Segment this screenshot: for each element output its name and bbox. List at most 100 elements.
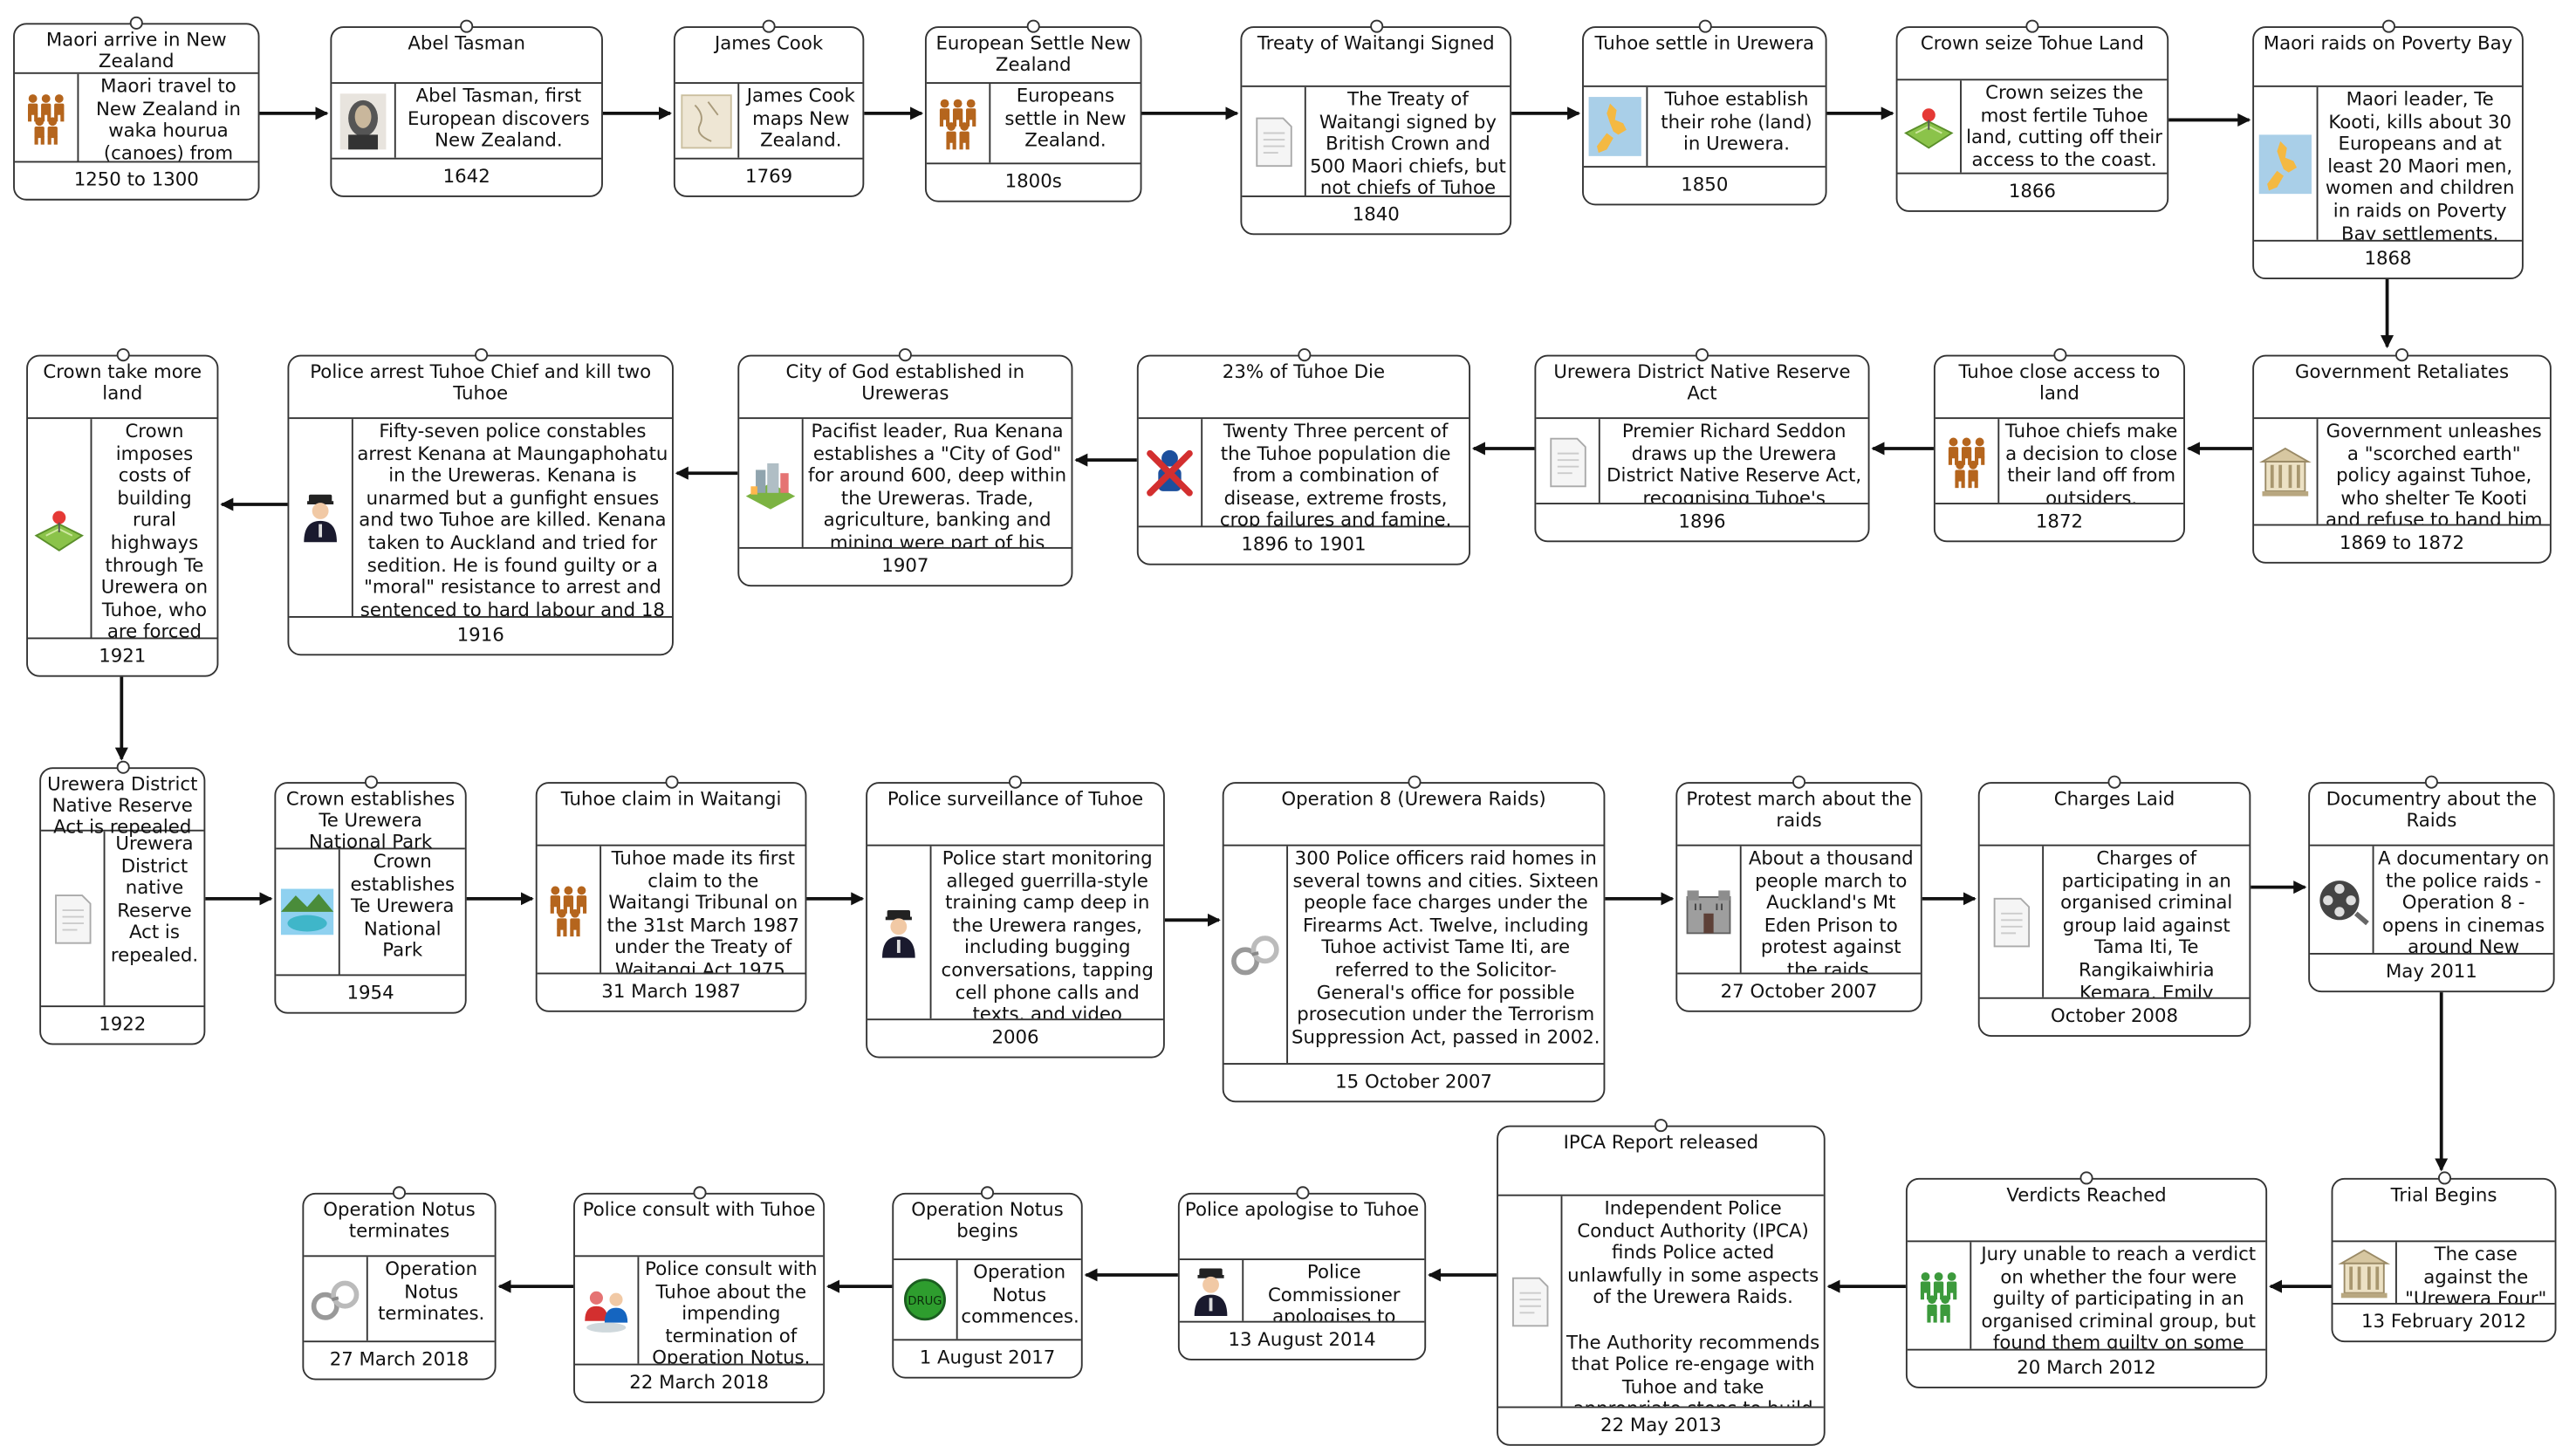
- connector-knob[interactable]: [1369, 19, 1383, 33]
- event-title: Tuhoe close access to land: [1935, 357, 2184, 420]
- event-title: Operation Notus begins: [894, 1195, 1081, 1261]
- connector-knob[interactable]: [980, 1186, 995, 1200]
- timeline-event-card[interactable]: Urewera District Native Reserve Act is r…: [39, 760, 206, 1045]
- timeline-event-card[interactable]: Police arrest Tuhoe Chief and kill two T…: [287, 348, 674, 656]
- connector-knob[interactable]: [1295, 1186, 1309, 1200]
- connector-knob[interactable]: [2107, 775, 2121, 789]
- handcuffs-icon: [311, 1279, 360, 1319]
- event-date: May 2011: [2385, 961, 2477, 983]
- connector-knob[interactable]: [115, 760, 129, 774]
- event-date: 1869 to 1872: [2339, 531, 2465, 554]
- event-title: Police surveillance of Tuhoe: [867, 784, 1163, 846]
- timeline-event-card[interactable]: Operation 8 (Urewera Raids)300 Police of…: [1222, 775, 1606, 1103]
- event-description: A documentary on the police raids - Oper…: [2377, 847, 2550, 953]
- event-description: Fifty-seven police constables arrest Ken…: [357, 420, 668, 617]
- connector-knob[interactable]: [2025, 19, 2039, 33]
- connector-knob[interactable]: [762, 19, 776, 33]
- connector-knob[interactable]: [460, 19, 474, 33]
- connector-knob[interactable]: [2052, 348, 2066, 362]
- event-body: 300 Police officers raid homes in severa…: [1223, 846, 1604, 1065]
- event-description: The case against the "Urewera Four" begi…: [2405, 1244, 2547, 1303]
- event-title: Protest march about the raids: [1677, 784, 1921, 846]
- connector-knob[interactable]: [1407, 775, 1421, 789]
- connector-knob[interactable]: [1008, 775, 1023, 789]
- event-image: [1898, 80, 1962, 173]
- connector-knob[interactable]: [474, 348, 488, 362]
- connector-knob[interactable]: [2381, 19, 2395, 33]
- event-description: Government unleashes a "scorched earth" …: [2325, 420, 2543, 524]
- event-body: Charges of participating in an organised…: [1979, 846, 2250, 999]
- event-image: [41, 831, 106, 1006]
- connector-knob[interactable]: [115, 348, 129, 362]
- event-title: Charges Laid: [1979, 784, 2250, 846]
- police-icon: [304, 494, 337, 543]
- connector-knob[interactable]: [2394, 348, 2409, 362]
- film-reel-icon: [2319, 880, 2369, 925]
- event-image: [1935, 419, 2000, 504]
- event-title: Tuhoe claim in Waitangi: [537, 784, 805, 846]
- event-title: Operation Notus terminates: [304, 1195, 495, 1258]
- land-pin-icon: [1904, 108, 1954, 149]
- connector-knob[interactable]: [664, 775, 678, 789]
- connector-knob[interactable]: [2079, 1171, 2093, 1185]
- event-title: Maori raids on Poverty Bay: [2254, 28, 2522, 87]
- event-date: 1868: [2364, 248, 2412, 270]
- connector-knob[interactable]: [1654, 1119, 1668, 1133]
- event-description: Abel Tasman, first European discovers Ne…: [407, 85, 590, 152]
- connector-knob[interactable]: [1026, 19, 1040, 33]
- document-icon: [1993, 897, 2031, 948]
- event-image: [675, 84, 740, 158]
- connector-knob[interactable]: [898, 348, 912, 362]
- connector-knob[interactable]: [1697, 19, 1711, 33]
- event-image: [304, 1257, 368, 1341]
- timeline-event-card[interactable]: Crown establishes Te Urewera National Pa…: [274, 775, 467, 1014]
- event-image: DRUG: [894, 1260, 958, 1340]
- event-description: Urewera District native Reserve Act is r…: [110, 833, 199, 966]
- nz-map-icon: [1588, 97, 1641, 156]
- connector-knob[interactable]: [1695, 348, 1709, 362]
- event-image: [332, 84, 396, 158]
- event-title: Abel Tasman: [332, 28, 602, 85]
- connector-knob[interactable]: [129, 16, 143, 30]
- connector-knob[interactable]: [2436, 1171, 2451, 1185]
- event-body: Tuhoe made its first claim to the Waitan…: [537, 846, 805, 975]
- event-description: Independent Police Conduct Authority (IP…: [1566, 1197, 1820, 1406]
- event-image: [1180, 1260, 1244, 1321]
- connector-knob[interactable]: [1792, 775, 1806, 789]
- connector-knob[interactable]: [692, 1186, 706, 1200]
- connector-knob[interactable]: [392, 1186, 407, 1200]
- connector-knob[interactable]: [364, 775, 378, 789]
- connector-knob[interactable]: [1297, 348, 1311, 362]
- connector-knob[interactable]: [2424, 775, 2438, 789]
- document-icon: [1512, 1277, 1549, 1327]
- event-body: Police Commissioner apologises to Tuhoe …: [1179, 1260, 1425, 1323]
